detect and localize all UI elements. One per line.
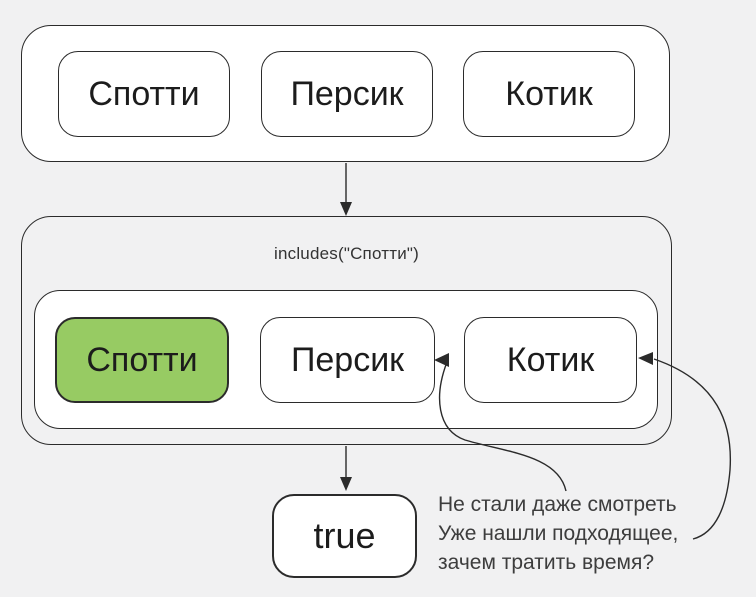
annotation-line-3: зачем тратить время? bbox=[438, 551, 654, 574]
scanned-array-container: Спотти Персик Котик bbox=[34, 290, 658, 429]
source-array-container: Спотти Персик Котик bbox=[21, 25, 670, 162]
scan-item-kotik: Котик bbox=[464, 317, 637, 403]
annotation-line-2: Уже нашли подходящее, bbox=[438, 522, 679, 545]
down-arrow-result-head bbox=[340, 477, 352, 491]
down-arrow-top-head bbox=[340, 202, 352, 216]
result-box: true bbox=[272, 494, 417, 578]
source-item-kotik: Котик bbox=[463, 51, 635, 137]
includes-call-container: includes("Спотти") Спотти Персик Котик bbox=[21, 216, 672, 445]
scan-item-spotty-matched: Спотти bbox=[55, 317, 229, 403]
source-item-persik: Персик bbox=[261, 51, 433, 137]
annotation-line-1: Не стали даже смотреть bbox=[438, 493, 677, 516]
source-item-spotty: Спотти bbox=[58, 51, 230, 137]
includes-call-label: includes("Спотти") bbox=[274, 244, 419, 263]
annotation-text: Не стали даже смотреть Уже нашли подходя… bbox=[438, 490, 748, 577]
scan-item-persik: Персик bbox=[260, 317, 435, 403]
